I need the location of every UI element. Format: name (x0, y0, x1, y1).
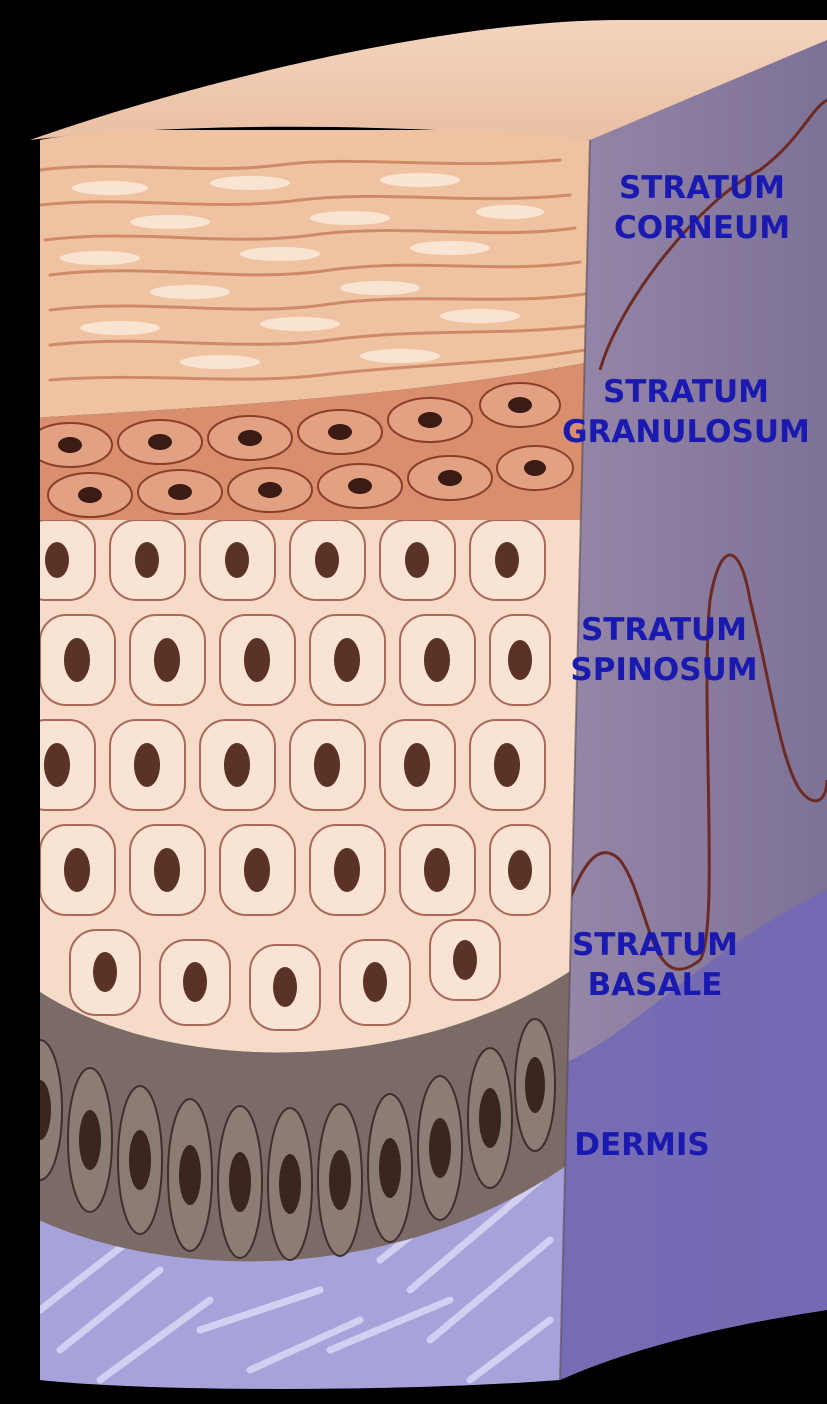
label-stratum-basale: STRATUM BASALE (545, 925, 765, 1005)
label-line: CORNEUM (592, 208, 812, 248)
label-line: STRATUM (545, 925, 765, 965)
label-stratum-corneum: STRATUM CORNEUM (592, 168, 812, 248)
label-line: BASALE (545, 965, 765, 1005)
label-line: DERMIS (547, 1125, 737, 1165)
label-line: STRATUM (592, 168, 812, 208)
label-line: STRATUM (548, 610, 780, 650)
label-dermis: DERMIS (547, 1125, 737, 1165)
label-line: GRANULOSUM (550, 412, 822, 452)
label-stratum-granulosum: STRATUM GRANULOSUM (550, 372, 822, 452)
label-stratum-spinosum: STRATUM SPINOSUM (548, 610, 780, 690)
label-line: SPINOSUM (548, 650, 780, 690)
label-line: STRATUM (550, 372, 822, 412)
